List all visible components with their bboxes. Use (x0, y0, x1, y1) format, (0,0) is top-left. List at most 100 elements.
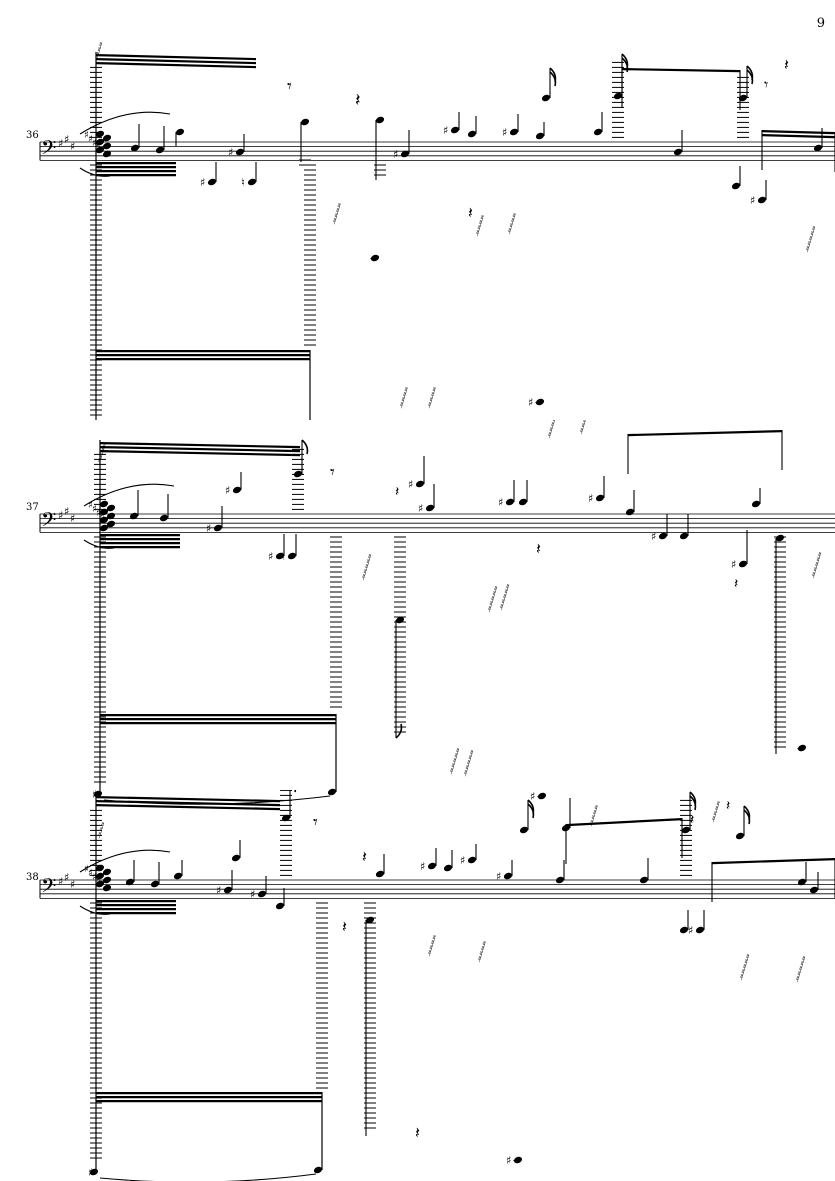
notehead (125, 878, 135, 886)
svg-text:𝄿: 𝄿 (100, 823, 104, 836)
ledger-lines (299, 159, 311, 166)
svg-text:𝄿: 𝄿 (796, 972, 800, 985)
accidental-sharp: ♯ (408, 478, 413, 491)
flag (395, 723, 403, 739)
beam (96, 908, 176, 911)
notehead (639, 876, 649, 884)
accidental-sharp: ♯ (460, 854, 465, 867)
svg-text:𝄿: 𝄿 (743, 960, 747, 973)
svg-text:𝄿: 𝄿 (712, 812, 716, 825)
rest: 𝄽 (734, 576, 738, 592)
svg-text:𝄿: 𝄿 (511, 214, 515, 227)
beam (100, 538, 180, 541)
key-sharp-f: ♯ (58, 137, 63, 150)
rest-stack: 𝄿𝄿𝄿𝄿𝄿 (488, 582, 498, 615)
svg-text:𝄿: 𝄿 (453, 754, 457, 767)
notehead (505, 498, 515, 506)
beam (96, 1096, 322, 1099)
notehead (593, 128, 603, 136)
chord-notehead (99, 524, 109, 532)
notehead (513, 1156, 523, 1164)
notehead (658, 532, 668, 540)
notehead (247, 178, 257, 186)
svg-text:𝄿: 𝄿 (582, 420, 586, 432)
svg-text:𝄿: 𝄿 (464, 766, 468, 779)
notehead (535, 398, 545, 406)
beam (100, 542, 180, 545)
svg-text:𝄿: 𝄿 (494, 582, 498, 595)
beam (96, 900, 176, 903)
svg-text:𝄿: 𝄿 (801, 957, 805, 970)
notehead (541, 94, 551, 102)
svg-text:𝄿: 𝄿 (100, 449, 104, 462)
accidental-sharp: ♯ (750, 194, 755, 207)
accidental-natural: ♮ (241, 176, 245, 189)
chord-notehead (106, 504, 116, 512)
svg-text:𝄿: 𝄿 (452, 759, 456, 772)
svg-text:𝄿: 𝄿 (505, 585, 509, 598)
svg-text:𝄿: 𝄿 (580, 424, 584, 437)
svg-text:𝄿: 𝄿 (814, 563, 818, 576)
svg-text:𝄿: 𝄿 (503, 590, 507, 603)
ledger-lines (292, 448, 304, 510)
bass-clef-icon: 𝄢 (41, 874, 56, 902)
flag (294, 790, 297, 793)
svg-text:𝄿: 𝄿 (368, 550, 372, 563)
chord-notehead (106, 512, 116, 520)
bass-clef-icon: 𝄢 (41, 508, 56, 536)
rest: 𝄽 (536, 539, 541, 558)
notehead (519, 826, 529, 834)
slur (99, 1173, 317, 1181)
svg-text:𝄿: 𝄿 (338, 199, 342, 212)
ledger-lines (737, 76, 749, 138)
svg-text:𝄿: 𝄿 (715, 802, 719, 815)
svg-text:𝄿: 𝄿 (405, 383, 409, 396)
notehead (313, 1166, 323, 1174)
notehead (375, 116, 385, 124)
svg-text:𝄿: 𝄿 (551, 420, 555, 431)
beam (96, 804, 280, 811)
ledger-lines (90, 809, 102, 876)
notehead (159, 514, 169, 522)
rest-stack: 𝄿𝄿𝄿𝄿 (476, 211, 485, 239)
beam (100, 450, 300, 457)
rest: 𝄾 (764, 75, 768, 94)
rest: 𝄽 (690, 812, 694, 828)
rest: 𝄽 (355, 90, 361, 111)
accidental-sharp: ♯ (84, 130, 89, 141)
accidental-sharp: ♯ (443, 124, 448, 137)
accidental-sharp: ♯ (96, 876, 101, 887)
chord-notehead (102, 876, 112, 884)
svg-text:𝄿: 𝄿 (428, 946, 432, 959)
beam (96, 162, 176, 165)
ledger-lines (90, 164, 102, 416)
notehead (275, 552, 285, 560)
key-sharp-g: ♯ (70, 512, 75, 525)
rest-stack: 𝄿𝄿𝄿𝄿 (428, 383, 437, 411)
beam (762, 134, 835, 139)
svg-text:𝄿: 𝄿 (481, 211, 485, 224)
svg-text:𝄿: 𝄿 (433, 931, 437, 944)
rest: 𝄽 (362, 847, 367, 866)
flag (301, 439, 309, 455)
rest: 𝄽 (395, 484, 399, 500)
notehead (813, 144, 823, 152)
notehead (738, 94, 748, 102)
staff-system-36: 𝄢♯♯♯♯♯♯♯♯♯♯♮♯♯♯♯♯𝄾𝄽𝄽𝄾𝄽𝄿𝄿𝄿𝄿𝄿𝄿𝄿𝄿𝄿𝄿𝄿𝄿𝄿𝄿𝄿𝄿𝄿𝄿… (39, 38, 835, 420)
measure-number-38: 38 (26, 872, 39, 883)
accidental-sharp: ♯ (651, 530, 656, 543)
beam (96, 62, 256, 69)
svg-text:𝄿: 𝄿 (466, 761, 470, 774)
rest-stack: 𝄿𝄿𝄿𝄿 (98, 439, 107, 467)
svg-text:𝄿: 𝄿 (428, 398, 432, 411)
beam (96, 904, 176, 907)
notehead (555, 876, 565, 884)
accidental-sharp: ♯ (96, 142, 101, 153)
chord-notehead (99, 516, 109, 524)
notehead (503, 872, 513, 880)
rest-stack: 𝄿𝄿𝄿𝄿𝄿 (812, 548, 822, 581)
notehead (375, 870, 385, 878)
svg-text:𝄿: 𝄿 (583, 420, 587, 427)
svg-text:𝄿: 𝄿 (98, 454, 102, 467)
